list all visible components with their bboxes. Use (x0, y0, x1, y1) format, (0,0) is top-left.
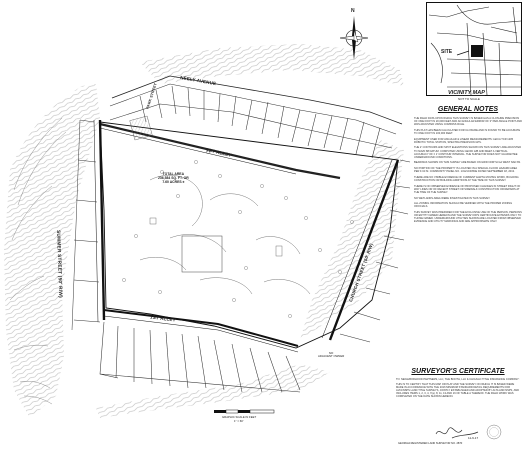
neely-avenue-line (111, 75, 403, 125)
general-notes-title: GENERAL NOTES (437, 106, 499, 113)
adjacent-owner-line1: N/F (328, 351, 334, 355)
total-area-line3: 7.60 ACRES ± (162, 180, 185, 184)
surveyor-certificate-title: SURVEYOR'S CERTIFICATE (411, 368, 505, 375)
vicinity-map-title: VICINITY MAP (448, 90, 485, 96)
general-note: THERE IS NO OBSERVED EVIDENCE OF PROPOSE… (414, 184, 521, 194)
scale-bar-title: GRAPHIC SCALE IN FEET (222, 415, 257, 419)
certificate-paragraph: TO: NEIGHBORHOOD PARTNERS, LLC, THE BOOT… (396, 378, 520, 381)
total-area-line2: 236,584 SQ. FT. OR (158, 176, 189, 180)
general-note: NO WETLANDS AREA WERE INVESTIGATED IN TH… (414, 196, 491, 200)
tree-symbols (122, 150, 354, 318)
certificate-paragraph: THIS IS TO CERTIFY THAT THIS MAP OR PLAT… (396, 383, 520, 399)
certificate-date: 11-9-17 (468, 436, 479, 440)
adjacent-owner-line2: ADJACENT OWNER (318, 354, 345, 359)
interior-features (139, 175, 311, 295)
vicinity-map: SITE (426, 2, 522, 96)
topographic-contours (4, 84, 100, 418)
vicinity-map-drawing (428, 4, 521, 95)
north-lots (109, 83, 397, 159)
vicinity-map-subtitle: NOT TO SCALE (458, 97, 480, 101)
surveyor-signature (435, 427, 479, 439)
general-note: THIS PLAT HAS BEEN CALCULATED FOR CLOSUR… (414, 128, 521, 135)
general-note: THE FIELD DATA UPON WHICH THIS SURVEY IS… (414, 117, 523, 127)
graphic-scale-bar (214, 409, 275, 414)
general-note: THIS SURVEY WAS PREPARED FOR THE EXCLUSI… (414, 211, 522, 224)
north-arrow-icon (339, 16, 369, 60)
general-note: THE 2' CONTOURS AND SPOT ELEVATIONS SHOW… (414, 146, 522, 159)
general-note: NO PORTION OF THE PROPERTY IS LOCATED IN… (414, 167, 518, 174)
general-note: THERE ARE NO VISIBLE EVIDENCE OF CURRENT… (414, 175, 519, 182)
north-arrow-label: N (351, 8, 355, 14)
general-notes: GENERAL NOTES THE FIELD DATA UPON WHICH … (414, 106, 522, 226)
topographic-contours-right (96, 44, 404, 418)
south-lots (99, 321, 301, 393)
building-footprint (129, 115, 153, 141)
adjacent-owner-label: N/F ADJACENT OWNER (318, 351, 345, 359)
scale-bar-ratio: 1" = 60' (234, 419, 244, 423)
general-note: ALL ZONING INFORMATION SHOULD BE VERIFIE… (414, 202, 513, 209)
surveyor-seal (486, 424, 502, 440)
surveyor-registration-line: GEORGIA REGISTERED LAND SURVEYOR NO. 287… (398, 442, 463, 445)
total-area-label: TOTAL AREA 236,584 SQ. FT. OR 7.60 ACRES… (158, 172, 189, 184)
west-lots (71, 119, 101, 331)
general-note: BEARINGS SHOWN ON THIS SURVEY ARE BASED … (414, 161, 521, 165)
general-note: EQUIPMENT USED FOR ANGULAR & LINEAR MEAS… (414, 137, 514, 144)
total-area-line1: TOTAL AREA (162, 172, 185, 176)
east-lots (339, 159, 411, 343)
site-marker (471, 45, 483, 57)
surveyor-certificate: SURVEYOR'S CERTIFICATE TO: NEIGHBORHOOD … (396, 368, 520, 401)
tract-boundary (93, 119, 400, 353)
vicinity-site-label: SITE (441, 49, 453, 55)
